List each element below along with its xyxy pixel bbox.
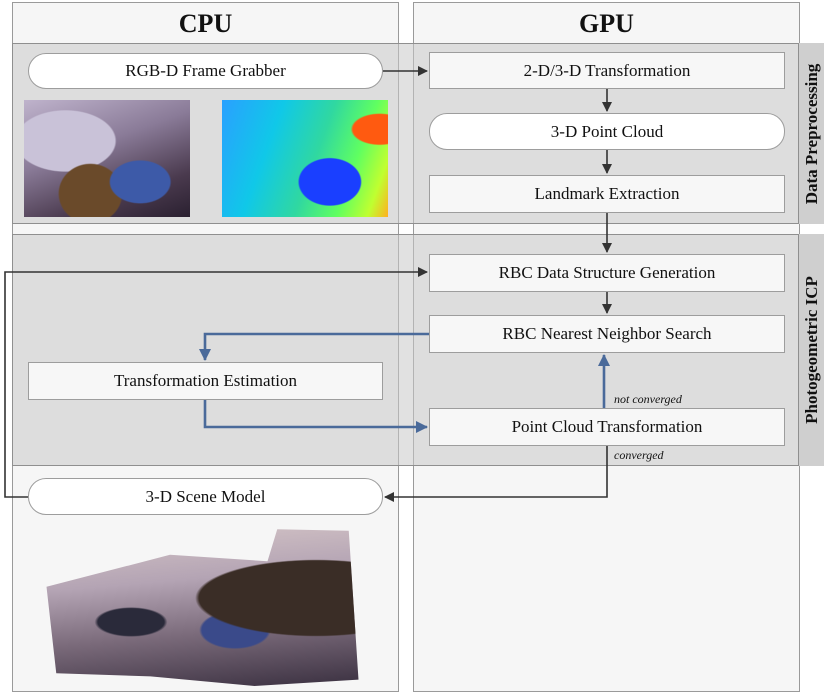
- gpu-column-title: GPU: [579, 9, 634, 38]
- rbc-generation-node: RBC Data Structure Generation: [429, 254, 785, 292]
- rgb-frame-image: [24, 100, 190, 217]
- point-cloud-transformation-node: Point Cloud Transformation: [429, 408, 785, 446]
- rgbd-frame-grabber-node: RGB-D Frame Grabber: [28, 53, 383, 89]
- depth-frame-image: [222, 100, 388, 217]
- point-cloud-node: 3-D Point Cloud: [429, 113, 785, 150]
- rbc-nn-search-node: RBC Nearest Neighbor Search: [429, 315, 785, 353]
- transform-2d3d-node: 2-D/3-D Transformation: [429, 52, 785, 89]
- photogeometric-icp-label: Photogeometric ICP: [798, 234, 824, 466]
- not-converged-label: not converged: [614, 392, 682, 406]
- transformation-estimation-node: Transformation Estimation: [28, 362, 383, 400]
- landmark-extraction-node: Landmark Extraction: [429, 175, 785, 213]
- cpu-column-title: CPU: [178, 9, 233, 38]
- data-preprocessing-label: Data Preprocessing: [798, 43, 824, 224]
- scene-model-node: 3-D Scene Model: [28, 478, 383, 515]
- converged-label: converged: [614, 448, 664, 462]
